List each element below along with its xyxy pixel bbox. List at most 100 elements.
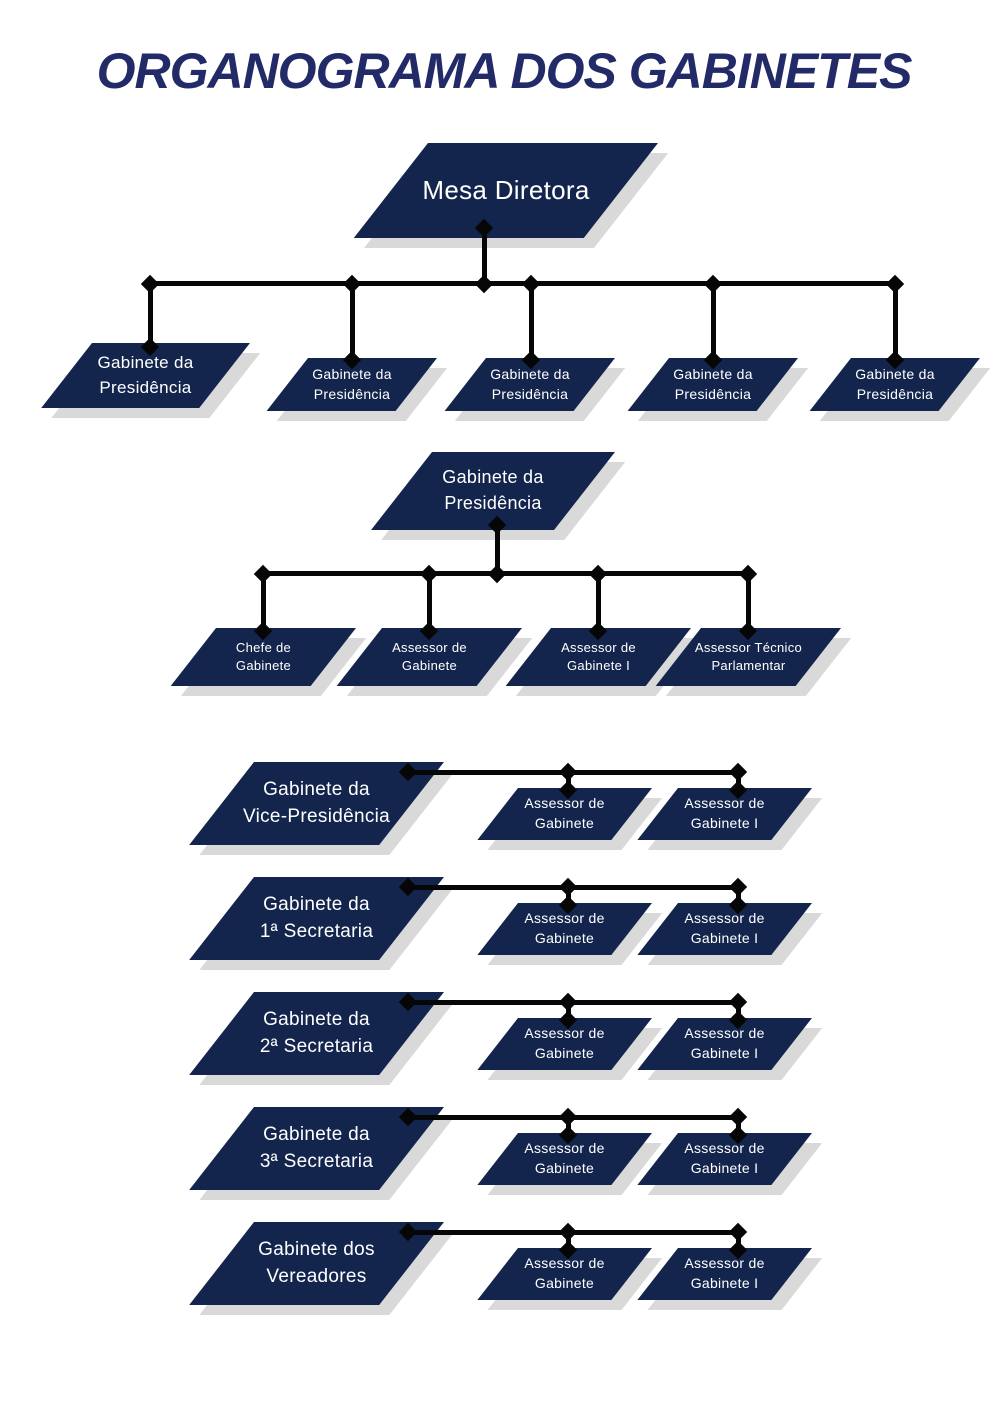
org-node-2a-secretaria: Gabinete da 2ª Secretaria — [189, 992, 444, 1075]
junction-diamond — [419, 564, 439, 584]
label-line: Gabinete I — [690, 1160, 759, 1176]
label-line: Assessor Técnico — [694, 639, 803, 655]
junction-diamond — [521, 274, 541, 294]
node-label: Gabinete da Presidência — [810, 358, 980, 411]
label-line: Presidência — [99, 377, 192, 397]
connector-line — [529, 283, 534, 360]
junction-diamond — [728, 1107, 748, 1127]
label-line: Gabinete — [534, 930, 595, 946]
label-line: Gabinete da — [263, 778, 370, 800]
junction-diamond — [558, 992, 578, 1012]
label-line: Presidência — [444, 493, 542, 513]
org-node-1a-assessor-de-gabinete: Assessor de Gabinete — [477, 903, 652, 955]
connector-line — [495, 525, 500, 573]
node-label: Gabinete da 1ª Secretaria — [189, 877, 444, 960]
org-node-presidencia-header: Gabinete da Presidência — [371, 452, 615, 530]
label-line: Gabinete I — [567, 658, 630, 673]
org-node-vice-assessor-de-gabinete-1: Assessor de Gabinete I — [637, 788, 812, 840]
node-label: Assessor de Gabinete I — [506, 628, 691, 686]
label-line: Assessor de — [524, 795, 605, 812]
org-node-2a-assessor-de-gabinete: Assessor de Gabinete — [477, 1018, 652, 1070]
label-line: Gabinete I — [690, 1045, 759, 1061]
org-node-2a-assessor-de-gabinete-1: Assessor de Gabinete I — [637, 1018, 812, 1070]
label-line: Gabinete da — [263, 893, 370, 915]
junction-diamond — [558, 877, 578, 897]
connector-line — [893, 283, 898, 360]
label-line: Presidência — [313, 385, 391, 402]
junction-diamond — [728, 992, 748, 1012]
label-line: Presidência — [856, 385, 934, 402]
node-label: Assessor de Gabinete — [477, 1248, 652, 1300]
label-line: Presidência — [674, 385, 752, 402]
node-label: Gabinete da Presidência — [267, 358, 437, 411]
label-line: Assessor de — [524, 1025, 605, 1042]
label-line: Gabinete — [534, 1045, 595, 1061]
node-label: Gabinete dos Vereadores — [189, 1222, 444, 1305]
connector-line — [148, 283, 153, 347]
connector-line — [427, 573, 432, 631]
org-node-gabinete-presidencia-4: Gabinete da Presidência — [627, 358, 798, 411]
org-node-assessor-tecnico-parlamentar: Assessor Técnico Parlamentar — [655, 628, 841, 686]
label-line: Gabinete da — [673, 365, 753, 382]
label-line: Gabinete I — [690, 1275, 759, 1291]
org-node-vereadores-assessor-de-gabinete: Assessor de Gabinete — [477, 1248, 652, 1300]
label-line: Gabinete dos — [258, 1238, 375, 1260]
node-label: Assessor de Gabinete I — [637, 788, 812, 840]
label-line: Vice-Presidência — [242, 805, 391, 827]
junction-diamond — [738, 564, 758, 584]
node-label: Assessor de Gabinete I — [637, 1248, 812, 1300]
junction-diamond — [558, 1222, 578, 1242]
node-label: Assessor de Gabinete — [477, 1133, 652, 1185]
org-node-gabinete-presidencia-2: Gabinete da Presidência — [266, 358, 437, 411]
node-label: Assessor de Gabinete I — [637, 1133, 812, 1185]
junction-diamond — [474, 274, 494, 294]
connector-line — [482, 227, 487, 283]
node-label: Assessor de Gabinete — [337, 628, 522, 686]
org-node-mesa-diretora: Mesa Diretora — [353, 143, 658, 238]
label-line: Gabinete — [401, 658, 458, 673]
label-line: 2ª Secretaria — [259, 1035, 374, 1057]
label-line: Gabinete da — [263, 1008, 370, 1030]
node-label: Assessor Técnico Parlamentar — [656, 628, 841, 686]
junction-diamond — [140, 274, 160, 294]
junction-diamond — [728, 877, 748, 897]
label-line: Gabinete da — [855, 365, 935, 382]
connector-line — [261, 573, 266, 631]
label-line: Assessor de — [561, 639, 636, 655]
org-node-1a-assessor-de-gabinete-1: Assessor de Gabinete I — [637, 903, 812, 955]
label-line: Gabinete da — [490, 365, 570, 382]
label-line: Chefe de — [235, 639, 292, 655]
label-line: Gabinete I — [690, 815, 759, 831]
label-line: Assessor de — [684, 795, 765, 812]
label-line: Assessor de — [524, 910, 605, 927]
junction-diamond — [588, 564, 608, 584]
node-label: Gabinete da 3ª Secretaria — [189, 1107, 444, 1190]
connector-line — [350, 283, 355, 360]
node-label: Gabinete da Presidência — [445, 358, 615, 411]
label-line: Assessor de — [392, 639, 467, 655]
junction-diamond — [703, 274, 723, 294]
org-node-3a-assessor-de-gabinete: Assessor de Gabinete — [477, 1133, 652, 1185]
label-line: Gabinete — [534, 1160, 595, 1176]
junction-diamond — [487, 564, 507, 584]
junction-diamond — [728, 1222, 748, 1242]
label-line: Mesa Diretora — [422, 175, 590, 206]
node-label: Assessor de Gabinete I — [637, 1018, 812, 1070]
label-line: Gabinete da — [97, 353, 194, 373]
label-line: Assessor de — [524, 1255, 605, 1272]
org-node-gabinete-presidencia-1: Gabinete da Presidência — [41, 343, 251, 408]
org-node-gabinete-presidencia-3: Gabinete da Presidência — [444, 358, 615, 411]
node-label: Gabinete da Presidência — [41, 343, 250, 408]
label-line: Gabinete da — [312, 365, 392, 382]
node-label: Gabinete da Vice-Presidência — [189, 762, 444, 845]
label-line: Assessor de — [684, 1255, 765, 1272]
label-line: Gabinete da — [263, 1123, 370, 1145]
connector-line — [746, 573, 751, 631]
node-label: Mesa Diretora — [354, 143, 658, 238]
junction-diamond — [728, 762, 748, 782]
org-node-1a-secretaria: Gabinete da 1ª Secretaria — [189, 877, 444, 960]
org-node-assessor-de-gabinete: Assessor de Gabinete — [336, 628, 522, 686]
org-node-vereadores: Gabinete dos Vereadores — [189, 1222, 444, 1305]
junction-diamond — [885, 274, 905, 294]
junction-diamond — [558, 1107, 578, 1127]
